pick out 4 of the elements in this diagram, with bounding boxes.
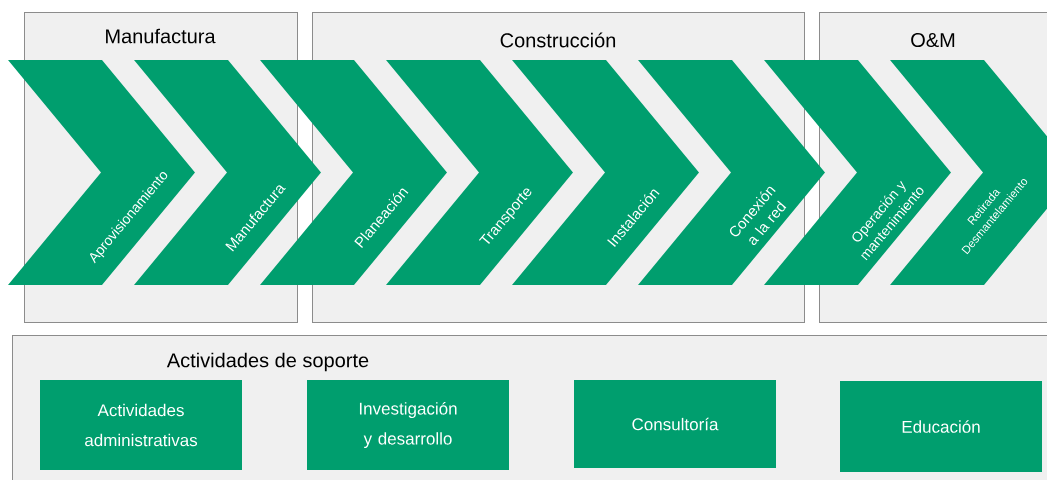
- activity-box: Consultoría: [574, 380, 776, 468]
- activity-box: Actividades administrativas: [40, 380, 242, 470]
- activity-box: Investigación y desarrollo: [307, 380, 509, 470]
- activity-box: Educación: [840, 381, 1042, 472]
